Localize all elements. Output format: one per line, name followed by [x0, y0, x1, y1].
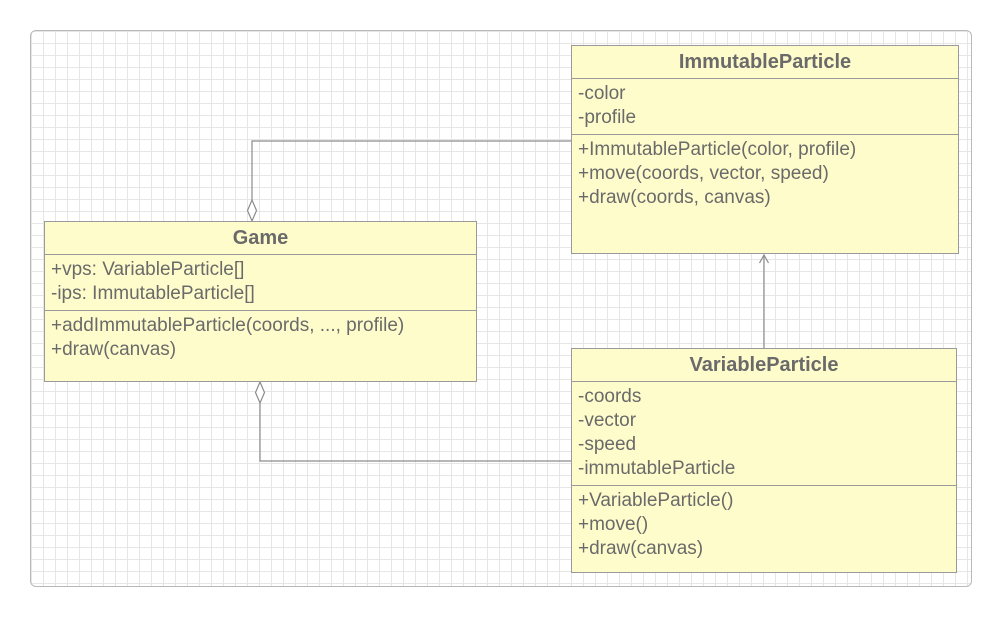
attribute: +vps: VariableParticle[] — [51, 259, 245, 280]
method: +draw(canvas) — [578, 538, 704, 559]
method: +draw(coords, canvas) — [578, 187, 771, 208]
class-name: Game — [45, 222, 476, 255]
attribute: -ips: ImmutableParticle[] — [51, 283, 255, 304]
methods-section: +addImmutableParticle(coords, ..., profi… — [45, 311, 476, 366]
attributes-section: -color -profile — [572, 79, 958, 135]
method: +move(coords, vector, speed) — [578, 163, 829, 184]
attributes-section: +vps: VariableParticle[] -ips: Immutable… — [45, 255, 476, 311]
attribute: -immutableParticle — [578, 458, 736, 479]
class-game[interactable]: Game +vps: VariableParticle[] -ips: Immu… — [44, 221, 477, 382]
methods-section: +ImmutableParticle(color, profile) +move… — [572, 135, 958, 214]
attribute: -coords — [578, 386, 642, 407]
method: +VariableParticle() — [578, 490, 734, 511]
class-name: ImmutableParticle — [572, 46, 958, 79]
method: +move() — [578, 514, 649, 535]
method: +draw(canvas) — [51, 339, 177, 360]
method: +ImmutableParticle(color, profile) — [578, 139, 857, 160]
class-name: VariableParticle — [572, 349, 956, 382]
attributes-section: -coords -vector -speed -immutableParticl… — [572, 382, 956, 486]
attribute: -speed — [578, 434, 637, 455]
method: +addImmutableParticle(coords, ..., profi… — [51, 315, 405, 336]
attribute: -profile — [578, 107, 637, 128]
methods-section: +VariableParticle() +move() +draw(canvas… — [572, 486, 956, 565]
attribute: -vector — [578, 410, 637, 431]
class-immutable-particle[interactable]: ImmutableParticle -color -profile +Immut… — [571, 45, 959, 254]
attribute: -color — [578, 83, 626, 104]
class-variable-particle[interactable]: VariableParticle -coords -vector -speed … — [571, 348, 957, 573]
